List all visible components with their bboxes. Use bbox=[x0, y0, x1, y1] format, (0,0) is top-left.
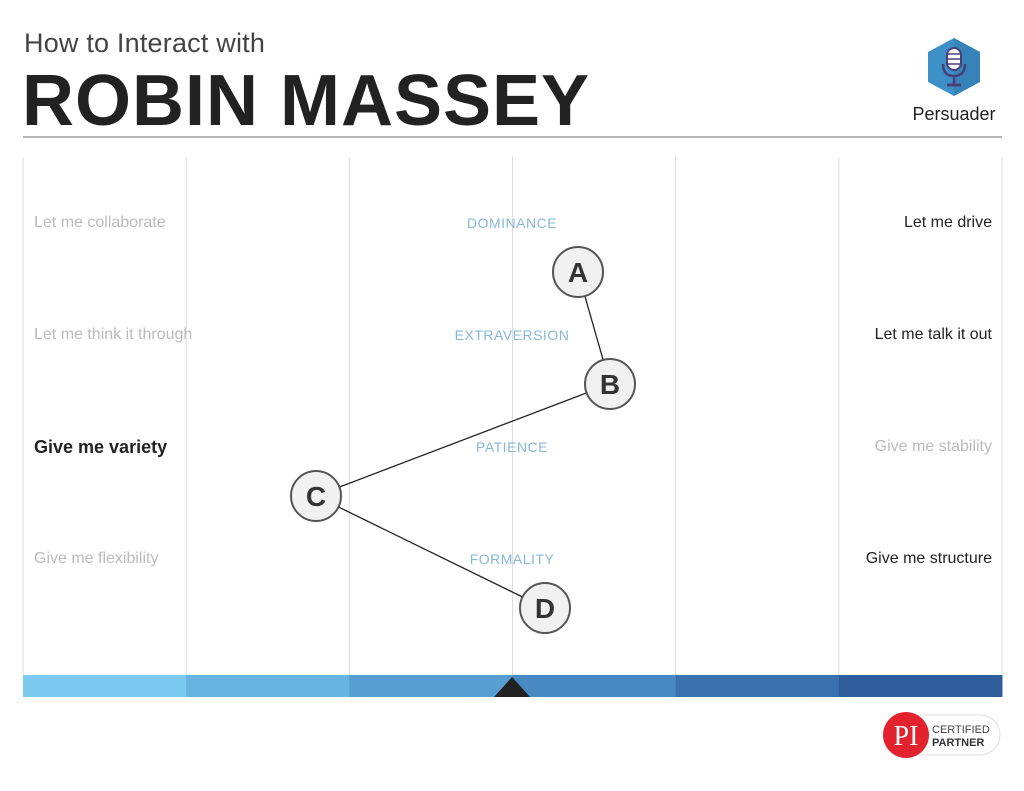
scale-segment bbox=[349, 675, 513, 697]
row-left-label: Give me flexibility bbox=[34, 550, 159, 567]
node-d: D bbox=[519, 582, 571, 634]
node-b: B bbox=[584, 358, 636, 410]
microphone-icon bbox=[928, 38, 980, 96]
scale-segment bbox=[186, 675, 350, 697]
row-right-label: Let me drive bbox=[903, 214, 992, 231]
row-left-label: Let me think it through bbox=[34, 326, 193, 343]
factor-label: FORMALITY bbox=[469, 551, 555, 567]
node-label: C bbox=[306, 481, 326, 512]
page-title: ROBIN MASSEY bbox=[22, 61, 591, 141]
row-left-label: Let me collaborate bbox=[34, 214, 166, 231]
title-rule bbox=[23, 136, 1002, 138]
profile-label: Persuader bbox=[912, 104, 996, 124]
node-c: C bbox=[290, 470, 342, 522]
scale-segment bbox=[23, 675, 187, 697]
factor-label: DOMINANCE bbox=[466, 215, 558, 231]
node-label: D bbox=[535, 593, 555, 624]
scale-segment bbox=[838, 675, 1003, 697]
scale-segment bbox=[512, 675, 677, 697]
factor-label: EXTRAVERSION bbox=[454, 327, 570, 343]
connector-line bbox=[315, 383, 611, 497]
node-label: B bbox=[600, 369, 620, 400]
factor-label: PATIENCE bbox=[476, 439, 548, 455]
subtitle: How to Interact with bbox=[24, 28, 266, 58]
logo-line1: CERTIFIED bbox=[932, 724, 990, 736]
scale-segment bbox=[675, 675, 840, 697]
connector-line bbox=[315, 495, 546, 609]
logo-line2: PARTNER bbox=[932, 737, 984, 749]
row-right-label: Give me stability bbox=[874, 438, 992, 455]
row-right-label: Let me talk it out bbox=[874, 326, 992, 343]
row-left-label: Give me variety bbox=[34, 437, 168, 457]
logo-mark: PI bbox=[894, 721, 919, 752]
pi-certified-partner-logo: PI CERTIFIED PARTNER bbox=[883, 712, 1001, 758]
node-label: A bbox=[568, 257, 588, 288]
midpoint-marker bbox=[494, 677, 530, 697]
node-a: A bbox=[552, 246, 604, 298]
row-right-label: Give me structure bbox=[865, 550, 992, 567]
